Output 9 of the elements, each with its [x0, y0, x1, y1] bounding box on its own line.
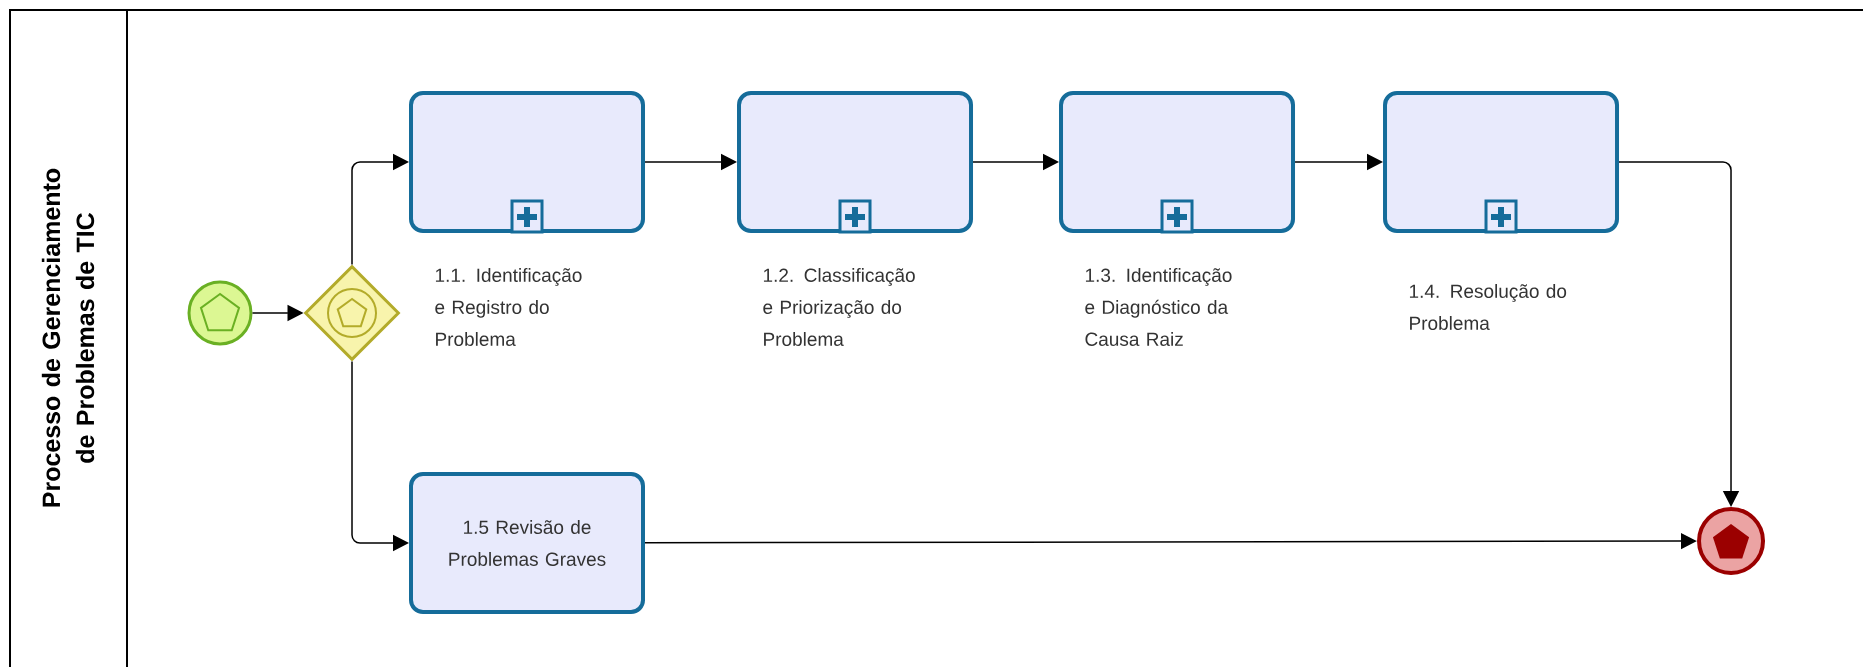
task-label: 1.4. Resolução do Problema — [1409, 284, 1567, 330]
arrow — [351, 153, 409, 266]
task-label: 1.2. Classificação e Priorização do Problema — [763, 268, 915, 346]
task-label: 1.1. Identificação e Registro do Problema — [435, 268, 582, 346]
start-event — [187, 280, 253, 346]
end-event — [1697, 507, 1765, 575]
task-label: 1.3. Identificação e Diagnóstico da Causa Raiz — [1085, 268, 1232, 346]
arrow — [1618, 161, 1740, 507]
task-box: 1.5 Revisão de Problemas Graves — [409, 472, 645, 614]
